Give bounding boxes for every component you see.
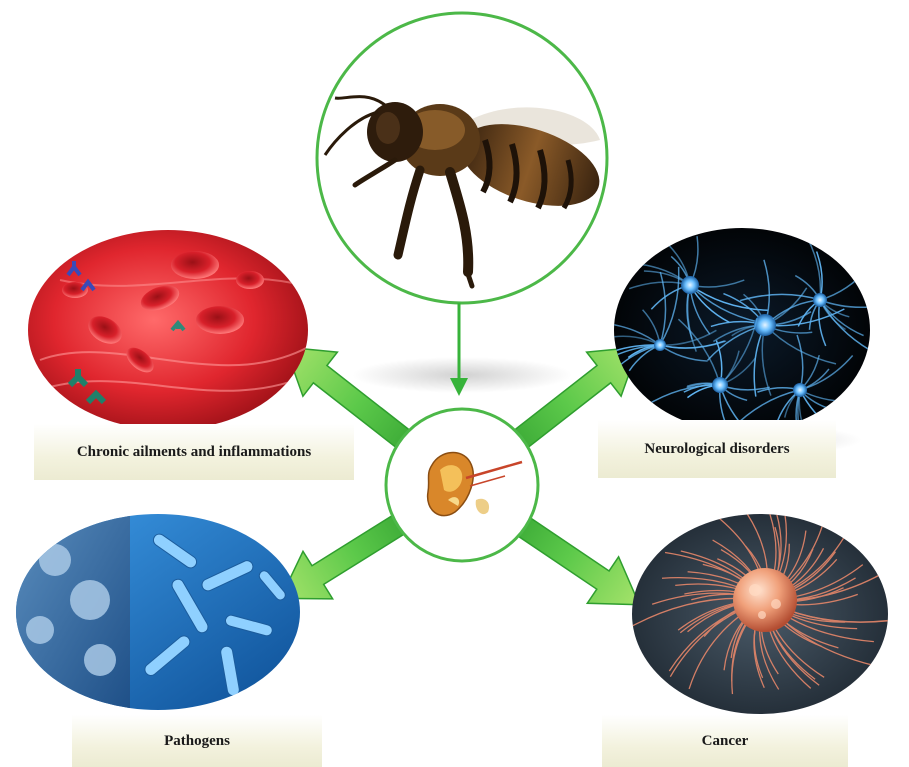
neuron-icon — [793, 383, 807, 397]
neuron-icon — [654, 339, 666, 351]
down-arrow — [450, 303, 468, 396]
label-neurological-disorders: Neurological disorders — [598, 420, 836, 478]
neuron-icon — [712, 377, 728, 393]
blood-vessel-panel — [28, 230, 320, 430]
cancer-cell-icon — [733, 568, 797, 632]
pathogens-panel — [10, 510, 300, 720]
neuron-icon — [681, 276, 699, 294]
neuron-icon — [813, 293, 827, 307]
label-chronic-ailments: Chronic ailments and inflammations — [34, 424, 354, 480]
venom-panel — [386, 409, 538, 561]
honeybee-panel — [317, 13, 610, 303]
label-cancer: Cancer — [602, 715, 848, 767]
cancer-panel — [631, 488, 900, 714]
neuron-icon — [754, 314, 776, 336]
label-pathogens: Pathogens — [72, 715, 322, 767]
